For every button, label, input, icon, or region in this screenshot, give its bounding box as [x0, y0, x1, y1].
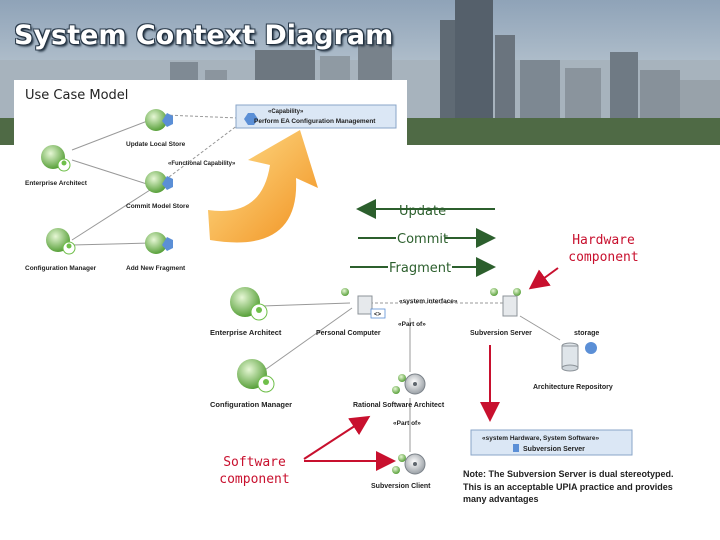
use-case-add-new-fragment [145, 232, 173, 254]
context-connectors [261, 302, 561, 452]
interface-glyph: <> [374, 312, 382, 318]
part-of-label-2: «Part of» [393, 420, 421, 427]
fragment-label: Fragment [389, 261, 451, 276]
server-box-name: Subversion Server [523, 446, 585, 453]
actor-label-enterprise-architect: Enterprise Architect [25, 180, 88, 187]
actor-icon-configuration-manager [237, 359, 275, 393]
capability-box [235, 104, 397, 129]
use-case-update-local-store [145, 109, 173, 131]
software-component-annotation: Software component [207, 454, 302, 488]
use-case-associations [71, 114, 239, 246]
hardware-component-annotation: Hardware component [556, 232, 651, 266]
architecture-repository-label: Architecture Repository [533, 384, 613, 391]
capability-name: Perform EA Configuration Management [254, 118, 376, 125]
software-pointer-arrow-upper [303, 415, 371, 460]
storage-label: storage [574, 330, 599, 337]
actor-icon-configuration-manager-small [46, 228, 76, 255]
context-actor-label-1: Enterprise Architect [210, 328, 282, 337]
commit-label: Commit [397, 232, 448, 247]
update-label: Update [399, 204, 446, 219]
system-interface-label: «system interface» [399, 298, 458, 305]
use-case-label-1: Update Local Store [126, 141, 186, 148]
subversion-server-node [490, 288, 521, 317]
server-stereotype-box [470, 429, 633, 456]
slide-title: System Context Diagram [14, 20, 394, 51]
subversion-server-label: Subversion Server [470, 330, 532, 337]
capability-stereotype: «Capability» [268, 109, 304, 115]
functional-capability-stereotype: «Functional Capability» [168, 161, 236, 167]
part-of-label-1: «Part of» [398, 321, 426, 328]
note-line-2: This is an acceptable UPIA practice and … [463, 481, 673, 492]
architecture-repository-icon [561, 342, 597, 372]
personal-computer-label: Personal Computer [316, 330, 381, 337]
actor-icon-enterprise-architect-small [41, 145, 71, 172]
software-annotation-line-2: component [219, 472, 290, 487]
personal-computer-node [341, 288, 386, 319]
server-box-stereotype: «system Hardware, System Software» [482, 435, 599, 442]
hardware-annotation-line-2: component [568, 250, 639, 265]
subversion-client-node [392, 453, 426, 475]
actor-label-configuration-manager: Configuration Manager [25, 265, 97, 272]
transition-arrow [208, 130, 318, 243]
use-case-label-3: Add New Fragment [126, 265, 186, 272]
use-case-model-title: Use Case Model [25, 88, 129, 103]
dual-stereotype-note: Note: The Subversion Server is dual ster… [463, 468, 713, 506]
hardware-annotation-line-1: Hardware [572, 233, 635, 248]
note-line-1: Note: The Subversion Server is dual ster… [463, 469, 674, 479]
software-annotation-line-1: Software [223, 455, 286, 470]
actor-icon-enterprise-architect [230, 287, 268, 321]
use-case-commit-model-store [145, 171, 173, 193]
hardware-pointer-arrow [528, 267, 559, 290]
subversion-client-label: Subversion Client [371, 483, 431, 490]
rational-software-architect-node [392, 373, 426, 395]
use-case-label-2: Commit Model Store [126, 203, 190, 210]
note-line-3: many advantages [463, 494, 539, 504]
rational-software-architect-label: Rational Software Architect [353, 402, 445, 409]
context-actor-label-2: Configuration Manager [210, 400, 292, 409]
